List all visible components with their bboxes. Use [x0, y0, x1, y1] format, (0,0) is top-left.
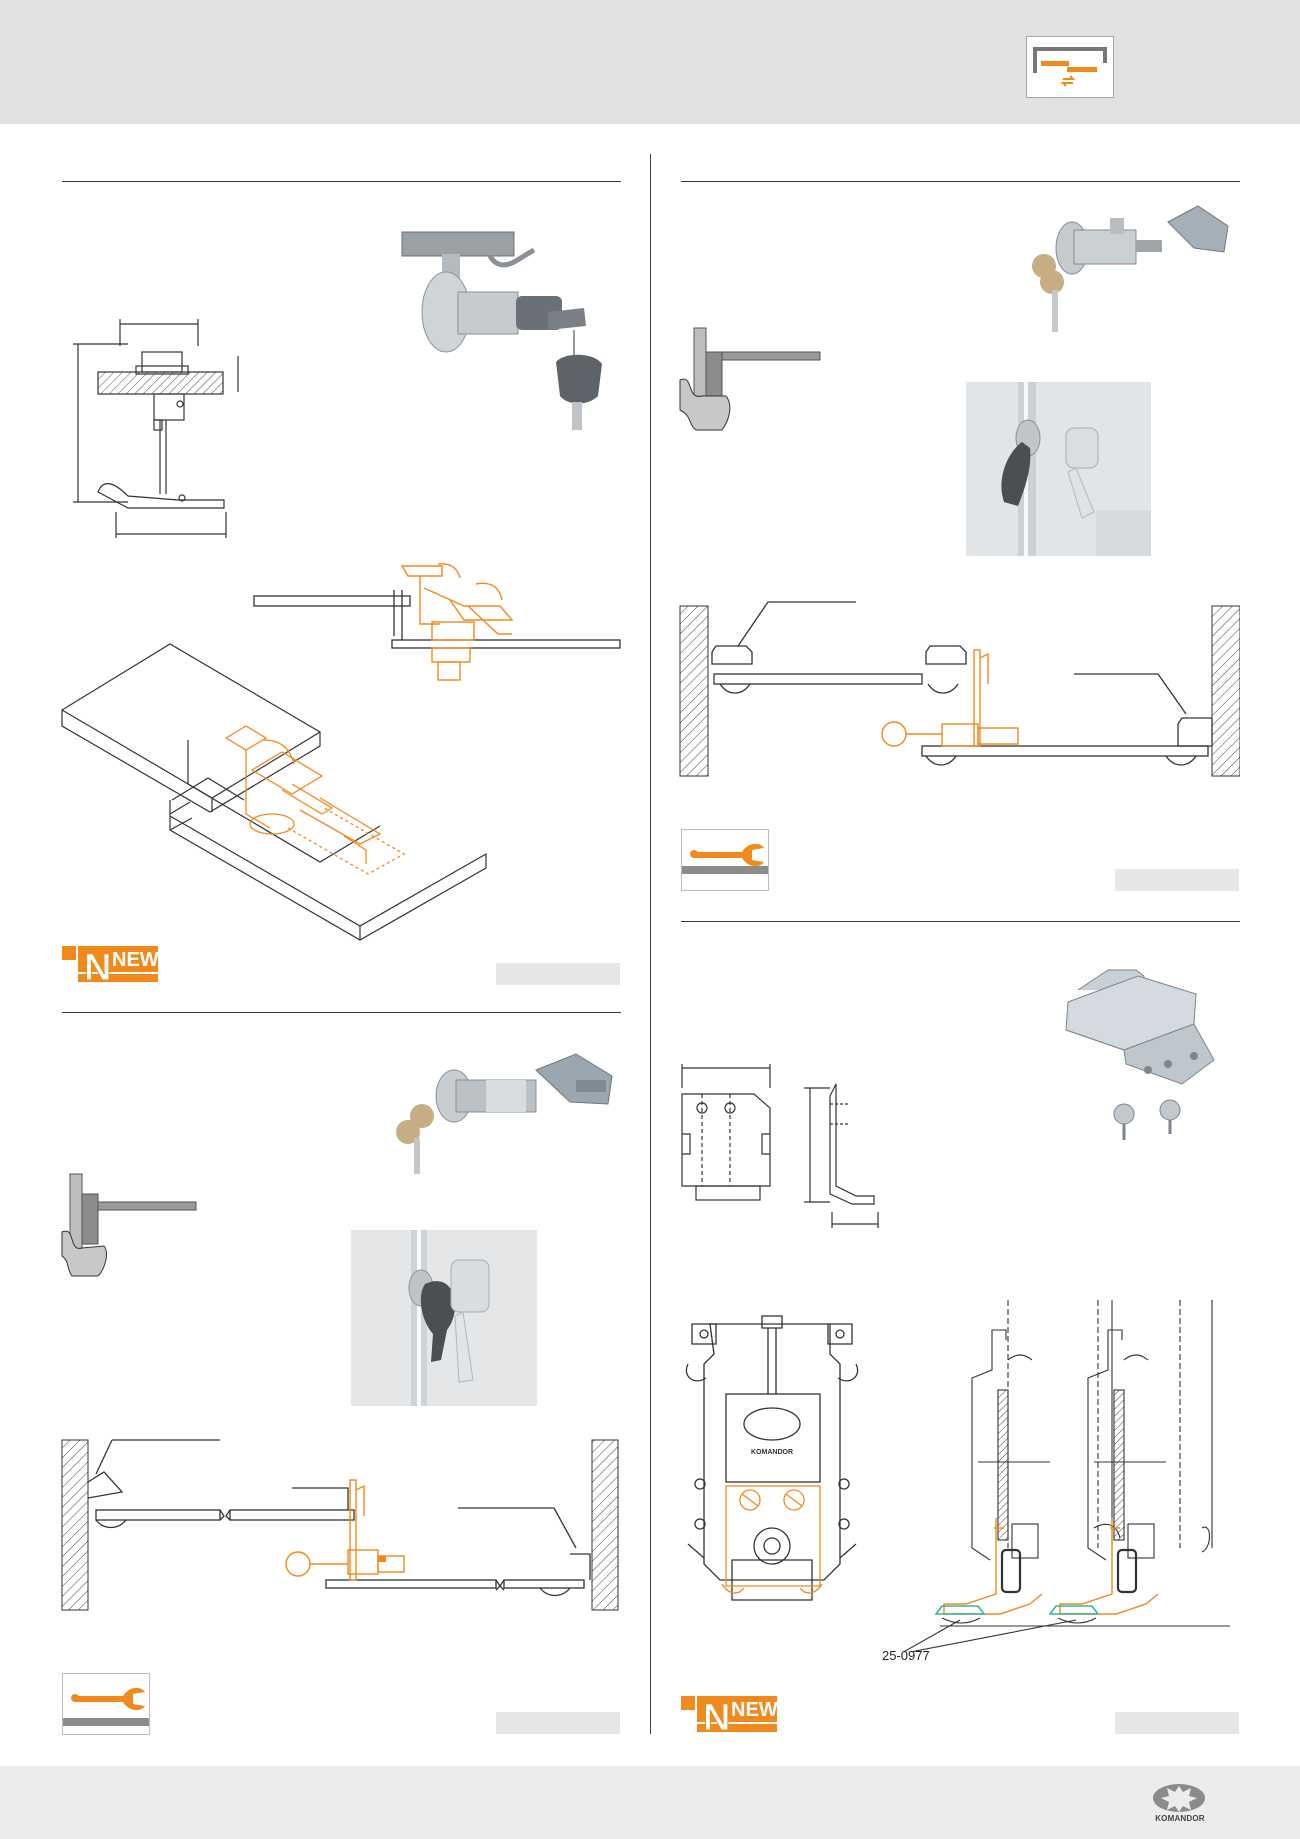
part-code-callout: 25-0977: [882, 1648, 930, 1663]
column-divider: [650, 154, 651, 1734]
lock-installation-sideview: [253, 563, 621, 681]
door-profile-cross-section: [902, 1300, 1230, 1652]
cam-lock-photo: [398, 226, 618, 446]
bracket-and-screws-photo: [1064, 964, 1234, 1144]
komandor-logo-icon: [1152, 1778, 1206, 1832]
new-badge-2: N NEW: [681, 1688, 778, 1740]
sliding-door-section-icon: [1026, 36, 1114, 98]
bracket-dimension-drawing: [681, 1064, 879, 1228]
new-badge-2-text: NEW: [731, 1699, 777, 1721]
article-code-box-3: [1115, 869, 1239, 891]
lever-lock-photo: [386, 1040, 620, 1180]
lever-profile-section: [61, 1173, 197, 1277]
push-lock-profile-section: [679, 327, 821, 431]
article-code-box-1: [496, 963, 620, 985]
push-lock-set-photo: [1018, 196, 1242, 346]
new-badge-1-text: NEW: [112, 949, 158, 971]
lever-lock-installation-diagram: [61, 1439, 619, 1611]
svg-text:N: N: [84, 947, 111, 984]
rule-top-right: [681, 181, 1240, 182]
footer-brand-label: KOMANDOR: [1155, 1814, 1205, 1823]
article-code-box-2: [496, 1712, 620, 1734]
roller-unit-brand-label: KOMANDOR: [751, 1449, 793, 1456]
komandor-roller-unit-drawing: KOMANDOR: [682, 1314, 862, 1610]
push-lock-cabinet-photo: [966, 382, 1151, 556]
rule-top-left: [62, 181, 621, 182]
lever-lock-cabinet-photo: [351, 1230, 537, 1406]
rule-mid-right: [681, 921, 1240, 922]
new-badge-1: N NEW: [62, 938, 159, 990]
article-code-box-4: [1115, 1712, 1239, 1734]
push-lock-installation-diagram: [679, 601, 1240, 777]
lock-isometric-drawing: [61, 643, 487, 941]
mounting-method-icon-1: [62, 1673, 150, 1735]
svg-text:N: N: [703, 1697, 730, 1734]
mounting-method-icon-2: [681, 829, 769, 891]
rule-mid-left: [62, 1012, 621, 1013]
page-footer-band: [0, 1766, 1300, 1839]
lock-dimension-drawing: [73, 319, 239, 538]
